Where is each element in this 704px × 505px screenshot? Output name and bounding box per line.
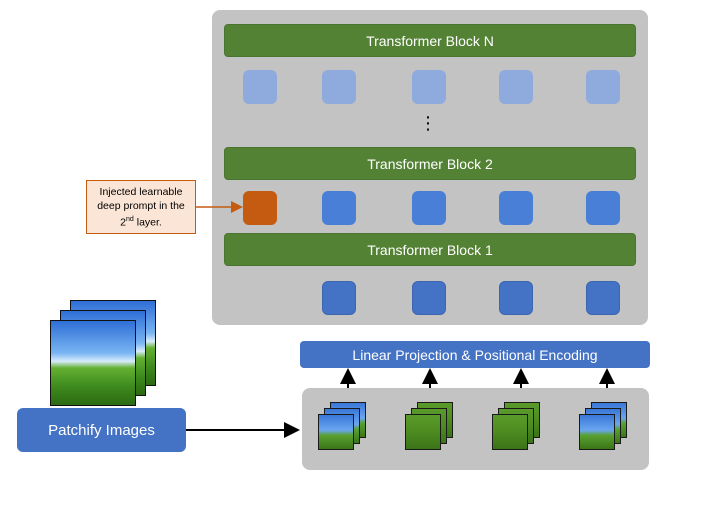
token — [412, 281, 446, 315]
token — [499, 281, 533, 315]
token — [243, 70, 277, 104]
callout-line-3-num: 2 — [120, 216, 127, 229]
deep-prompt-callout: Injected learnable deep prompt in the 2n… — [86, 180, 196, 234]
image-patch-icon — [405, 402, 459, 456]
callout-line-3-sup: nd — [126, 215, 134, 223]
linear-projection-bar: Linear Projection & Positional Encoding — [300, 341, 650, 368]
transformer-block-1: Transformer Block 1 — [224, 233, 636, 266]
token — [322, 70, 356, 104]
token — [412, 70, 446, 104]
callout-line-2: deep prompt in the — [97, 199, 185, 212]
image-patch-icon — [492, 402, 546, 456]
token — [322, 281, 356, 315]
patchify-images-box: Patchify Images — [17, 408, 186, 452]
image-patch-icon — [579, 402, 633, 456]
token — [322, 191, 356, 225]
callout-line-3-rest: layer. — [133, 216, 162, 229]
token — [586, 281, 620, 315]
image-stack-icon — [50, 300, 156, 406]
deep-prompt-token — [243, 191, 277, 225]
transformer-block-n: Transformer Block N — [224, 24, 636, 57]
token — [412, 191, 446, 225]
transformer-block-2: Transformer Block 2 — [224, 147, 636, 180]
token — [586, 70, 620, 104]
vertical-ellipsis: ⋮ — [419, 113, 437, 133]
image-patch-icon — [318, 402, 372, 456]
token — [499, 191, 533, 225]
callout-line-1: Injected learnable — [99, 185, 183, 198]
token — [499, 70, 533, 104]
token — [586, 191, 620, 225]
